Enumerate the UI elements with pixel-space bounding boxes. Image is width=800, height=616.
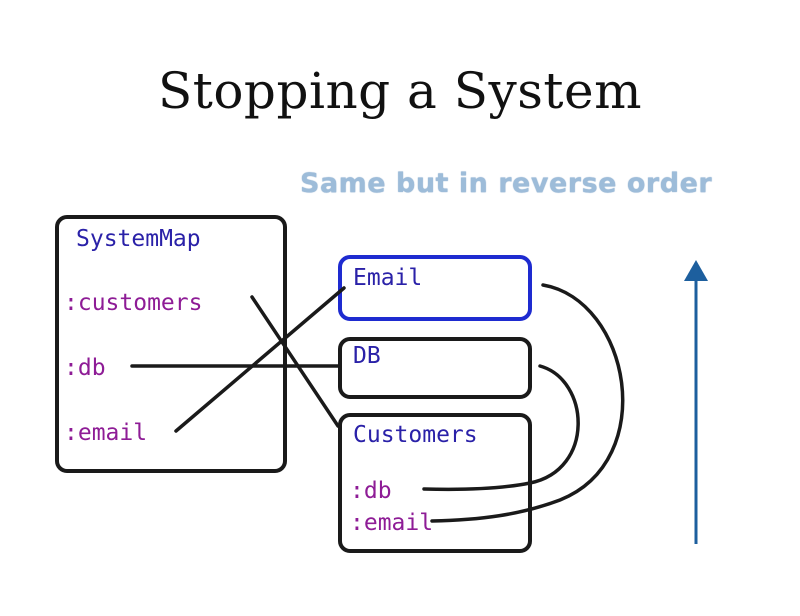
customers-component-box [338, 413, 532, 553]
customers-dep-db: :db [350, 478, 392, 504]
system-map-title: SystemMap [76, 226, 201, 252]
customers-dep-email: :email [350, 510, 434, 536]
customers-component-title: Customers [353, 422, 478, 448]
db-component-title: DB [353, 343, 381, 369]
email-component-box [338, 255, 532, 321]
slide-title: Stopping a System [157, 62, 642, 120]
system-map-key-customers: :customers [64, 290, 203, 316]
system-map-box [55, 215, 287, 473]
db-component-box [338, 337, 532, 399]
system-map-key-email: :email [64, 420, 148, 446]
email-component-title: Email [353, 265, 423, 291]
dependency-customers-db [422, 364, 580, 492]
arrow-up-icon [684, 260, 708, 544]
dependency-customers-email [430, 283, 625, 523]
connector-customers-to-customers-component [250, 295, 340, 428]
slide-subtitle: Same but in reverse order [300, 168, 713, 199]
connector-email-to-email-component [174, 286, 346, 433]
system-map-key-db: :db [64, 355, 106, 381]
